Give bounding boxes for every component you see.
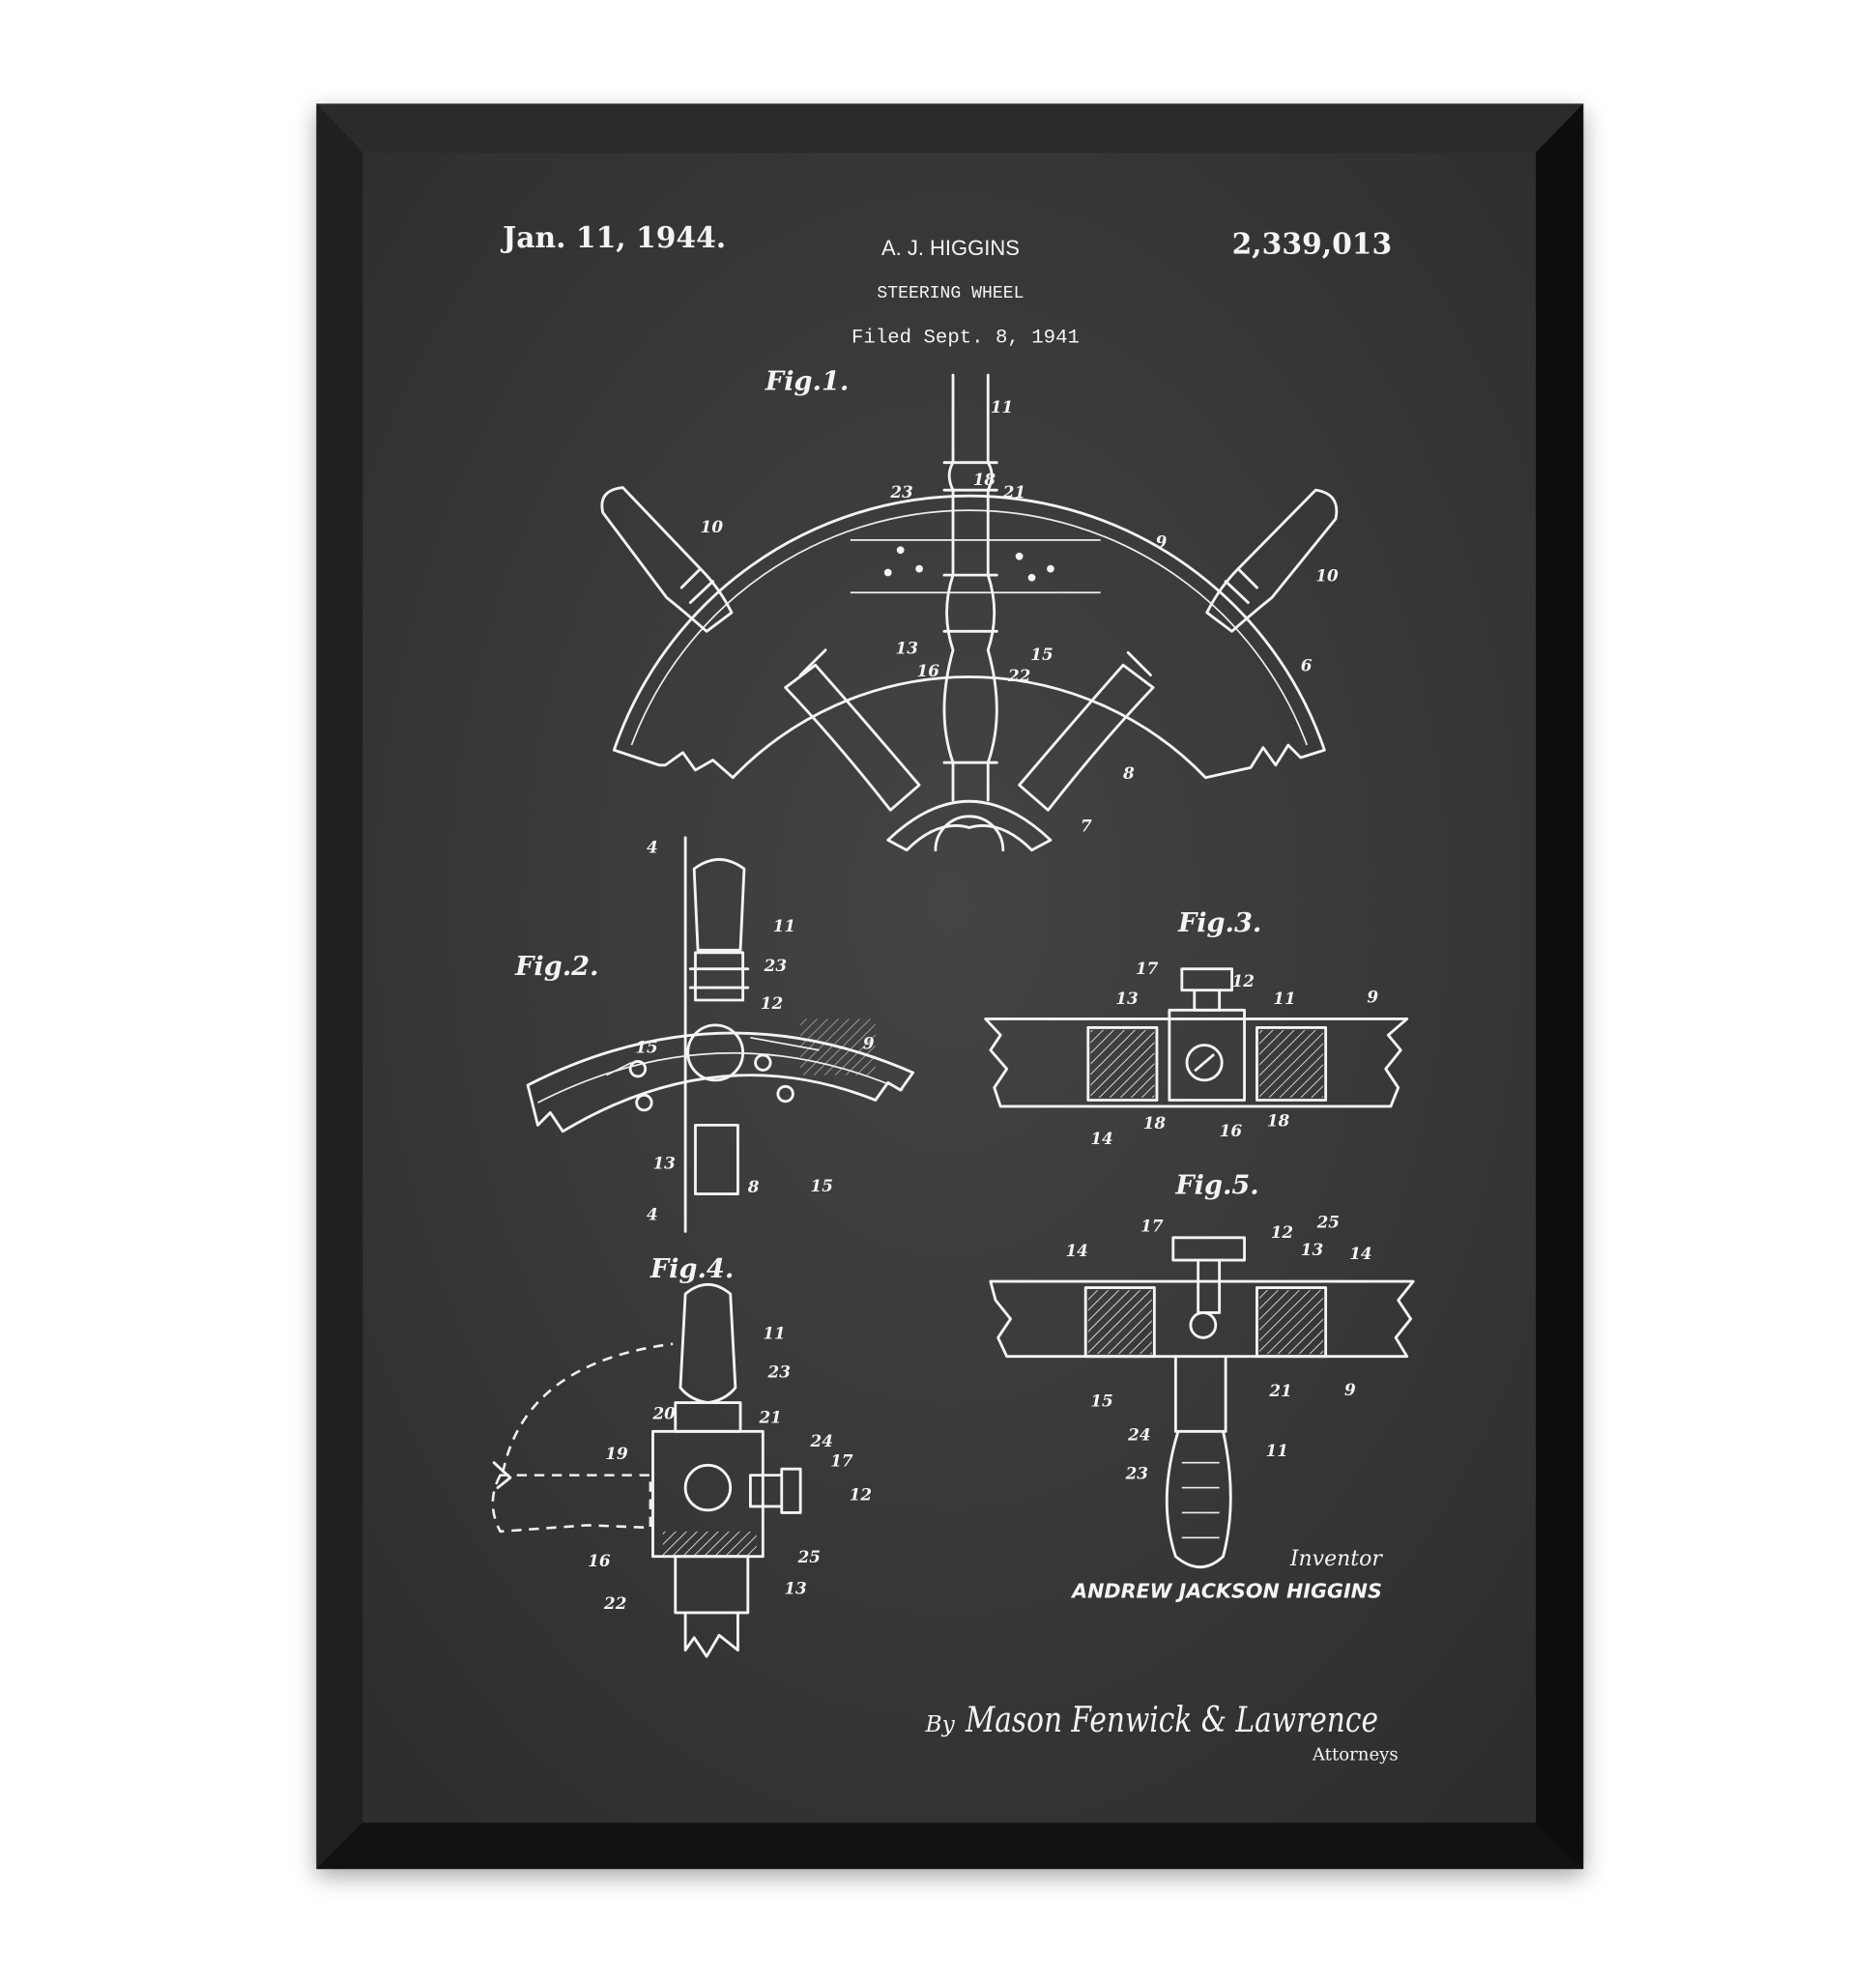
reference-numeral: 25	[1316, 1212, 1340, 1231]
reference-numeral: 14	[1065, 1241, 1087, 1260]
inventor-name: ANDREW JACKSON HIGGINS	[1070, 1579, 1382, 1602]
reference-numeral: 22	[603, 1593, 626, 1613]
reference-numeral: 23	[1125, 1464, 1149, 1483]
reference-numeral: 21	[1002, 482, 1025, 502]
reference-numeral: 9	[1344, 1380, 1356, 1399]
reference-numeral: 13	[1115, 989, 1139, 1008]
reference-numeral: 12	[1271, 1222, 1293, 1242]
reference-numeral: 4	[647, 837, 658, 856]
reference-numeral: 21	[758, 1407, 781, 1426]
attorneys-caption: Attorneys	[1312, 1745, 1399, 1765]
reference-numeral: 8	[1122, 763, 1135, 783]
reference-numeral: 6	[1301, 656, 1313, 675]
reference-numeral: 11	[1266, 1441, 1288, 1460]
reference-numeral: 9	[1367, 988, 1378, 1007]
reference-numeral: 11	[773, 916, 795, 935]
reference-numeral: 25	[797, 1547, 821, 1566]
reference-numeral: 23	[767, 1362, 792, 1382]
reference-numeral: 17	[830, 1451, 853, 1471]
reference-numeral: 13	[784, 1579, 807, 1598]
reference-numeral: 13	[652, 1154, 676, 1173]
patent-number: 2,339,013	[1232, 228, 1393, 262]
chalkboard-print	[362, 153, 1536, 1822]
patent-title: STEERING WHEEL	[877, 284, 1024, 303]
reference-numeral: 7	[1081, 816, 1092, 835]
reference-numeral: 8	[747, 1177, 760, 1196]
inventor-caption: Inventor	[1289, 1547, 1384, 1571]
reference-numeral: 11	[1273, 989, 1295, 1008]
reference-numeral: 19	[605, 1444, 628, 1463]
reference-numeral: 15	[1030, 645, 1053, 664]
reference-numeral: 12	[850, 1484, 872, 1504]
patent-filed-date: Filed Sept. 8, 1941	[851, 327, 1080, 349]
figure-label: Fig.2.	[514, 951, 598, 982]
reference-numeral: 23	[764, 956, 788, 975]
reference-numeral: 23	[889, 482, 913, 502]
reference-numeral: 9	[863, 1033, 875, 1052]
reference-numeral: 18	[1143, 1113, 1167, 1133]
reference-numeral: 24	[810, 1431, 833, 1450]
reference-numeral: 13	[896, 639, 919, 658]
reference-numeral: 4	[647, 1205, 658, 1224]
reference-numeral: 18	[973, 470, 996, 489]
reference-numeral: 24	[1127, 1424, 1150, 1444]
reference-numeral: 11	[991, 397, 1013, 416]
reference-numeral: 16	[917, 661, 940, 680]
reference-numeral: 17	[1140, 1216, 1164, 1235]
patent-date: Jan. 11, 1944.	[500, 221, 726, 255]
figure-label: Fig.5.	[1174, 1170, 1258, 1201]
reference-numeral: 15	[635, 1037, 657, 1056]
reference-numeral: 14	[1349, 1244, 1371, 1263]
reference-numeral: 16	[588, 1551, 611, 1570]
by-label: By	[925, 1711, 956, 1737]
reference-numeral: 17	[1136, 959, 1159, 978]
reference-numeral: 13	[1301, 1240, 1324, 1259]
reference-numeral: 22	[1007, 666, 1030, 685]
reference-numeral: 15	[811, 1176, 833, 1195]
reference-numeral: 20	[651, 1403, 676, 1422]
attorney-signature: Mason Fenwick & Lawrence	[965, 1699, 1378, 1740]
reference-numeral: 15	[1090, 1391, 1112, 1410]
reference-numeral: 18	[1267, 1111, 1290, 1131]
reference-numeral: 10	[1315, 566, 1339, 586]
reference-numeral: 16	[1220, 1121, 1243, 1140]
reference-numeral: 9	[1156, 532, 1168, 552]
figure-label: Fig.3.	[1177, 907, 1261, 938]
reference-numeral: 21	[1268, 1381, 1291, 1400]
reference-numeral: 12	[1232, 971, 1255, 990]
reference-numeral: 11	[763, 1324, 785, 1343]
figure-label: Fig.4.	[649, 1253, 734, 1284]
reference-numeral: 14	[1090, 1129, 1112, 1148]
reference-numeral: 10	[701, 517, 724, 536]
patent-inventor-header: A. J. HIGGINS	[881, 236, 1020, 260]
figure-label: Fig.1.	[765, 366, 849, 397]
reference-numeral: 12	[761, 993, 783, 1013]
